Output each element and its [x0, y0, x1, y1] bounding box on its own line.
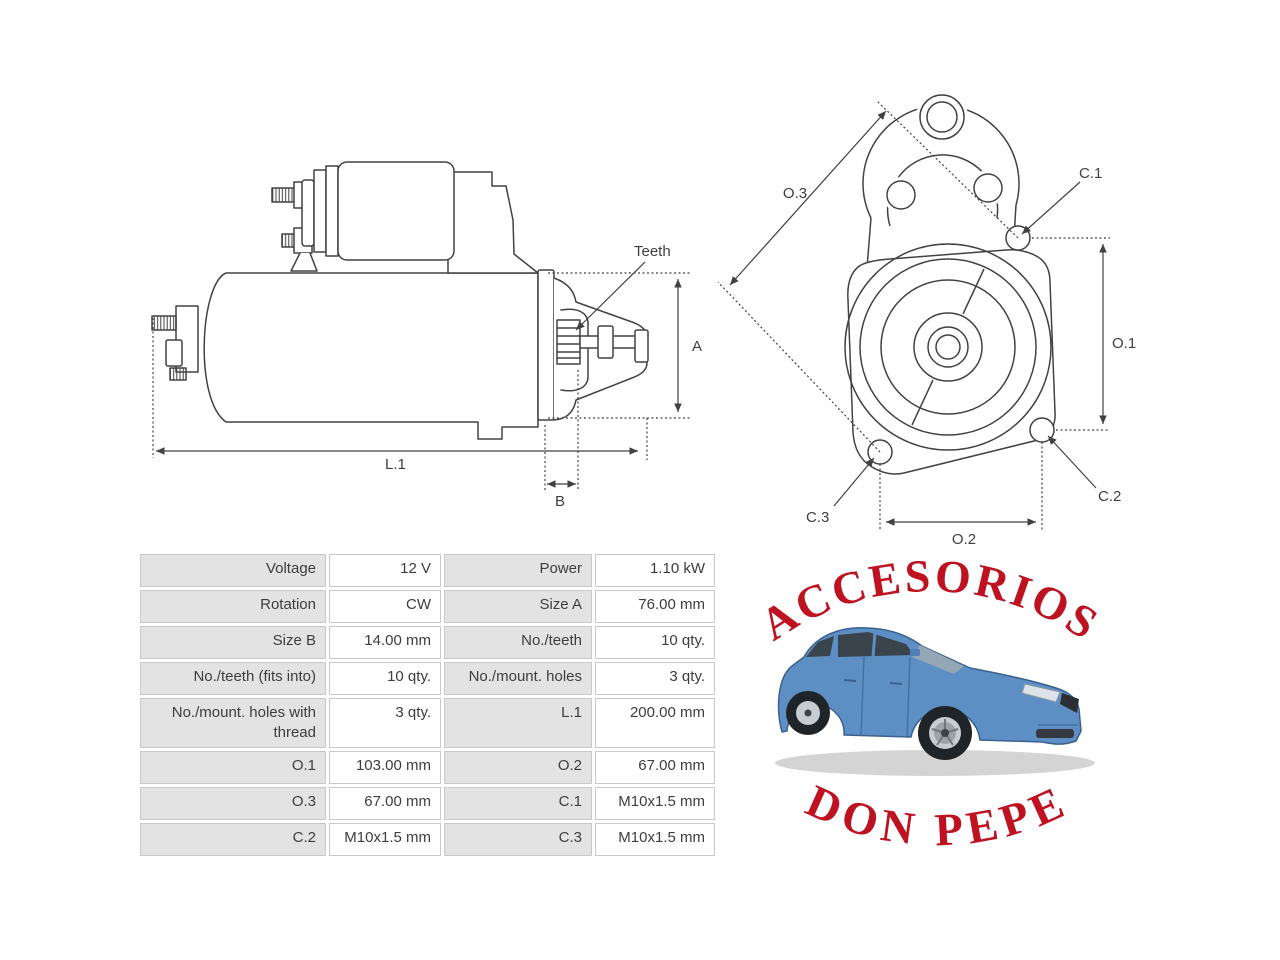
- spec-label: C.3: [444, 823, 592, 856]
- drive-housing-block: [447, 171, 539, 274]
- starter-front-view-drawing: O.3 C.1 O.1 C.2 C.3 O.2: [717, 91, 1136, 548]
- car-headlight: [1021, 683, 1061, 703]
- teeth-leader-line: [575, 261, 646, 331]
- car-grille: [1060, 693, 1079, 713]
- spec-value: 3 qty.: [329, 698, 441, 748]
- c1-leader-line: [1021, 181, 1081, 235]
- mounting-plate: [537, 269, 555, 421]
- table-row: O.1 103.00 mm O.2 67.00 mm: [140, 751, 715, 784]
- c2-leader-line: [1047, 435, 1097, 489]
- car-image: [775, 626, 1095, 776]
- dim-label-c3: C.3: [806, 509, 829, 526]
- top-bracket: [862, 91, 1020, 269]
- spec-value: 1.10 kW: [595, 554, 715, 587]
- spec-label: C.2: [140, 823, 326, 856]
- table-row: No./teeth (fits into) 10 qty. No./mount.…: [140, 662, 715, 695]
- spec-value: 67.00 mm: [329, 787, 441, 820]
- spec-value: 67.00 mm: [595, 751, 715, 784]
- spec-value: 103.00 mm: [329, 751, 441, 784]
- spec-value: 3 qty.: [595, 662, 715, 695]
- spec-value: 12 V: [329, 554, 441, 587]
- spec-value: 10 qty.: [595, 626, 715, 659]
- dim-label-o2: O.2: [952, 531, 976, 548]
- spec-label: No./teeth (fits into): [140, 662, 326, 695]
- spec-label: No./teeth: [444, 626, 592, 659]
- table-row: Rotation CW Size A 76.00 mm: [140, 590, 715, 623]
- spec-label: Rotation: [140, 590, 326, 623]
- spec-value: 76.00 mm: [595, 590, 715, 623]
- table-row: No./mount. holes with thread 3 qty. L.1 …: [140, 698, 715, 748]
- spec-label: Voltage: [140, 554, 326, 587]
- spec-value: M10x1.5 mm: [595, 787, 715, 820]
- spec-value: 200.00 mm: [595, 698, 715, 748]
- logo-arc-text-top: ACCESORIOS: [751, 550, 1108, 651]
- dim-label-c1: C.1: [1079, 165, 1102, 182]
- car-rear-wheel: [786, 691, 830, 735]
- spec-label: C.1: [444, 787, 592, 820]
- spec-label: No./mount. holes with thread: [140, 698, 326, 748]
- car-mirror: [910, 649, 920, 656]
- dim-label-l1: L.1: [385, 456, 406, 473]
- spec-label: O.2: [444, 751, 592, 784]
- spec-label: Size B: [140, 626, 326, 659]
- table-row: C.2 M10x1.5 mm C.3 M10x1.5 mm: [140, 823, 715, 856]
- dim-label-o3: O.3: [783, 185, 807, 202]
- spec-value: CW: [329, 590, 441, 623]
- car-body: [777, 626, 1082, 745]
- shaft-nut: [597, 325, 614, 359]
- starter-side-view-drawing: Teeth A L.1 B: [151, 161, 702, 510]
- dim-label-o1: O.1: [1112, 335, 1136, 352]
- solenoid: [301, 161, 455, 261]
- car-shadow: [775, 750, 1095, 776]
- gear-housing-circles: [844, 243, 1052, 451]
- car-windshield: [912, 645, 964, 674]
- car-side-windows: [838, 632, 914, 657]
- extension-lines: [152, 272, 690, 490]
- car-rear-window: [806, 636, 834, 657]
- table-row: O.3 67.00 mm C.1 M10x1.5 mm: [140, 787, 715, 820]
- spec-value: 10 qty.: [329, 662, 441, 695]
- spec-label: O.1: [140, 751, 326, 784]
- spec-value: M10x1.5 mm: [329, 823, 441, 856]
- spec-label: L.1: [444, 698, 592, 748]
- dim-label-teeth: Teeth: [634, 243, 671, 260]
- motor-body: [203, 272, 539, 440]
- spec-label: Power: [444, 554, 592, 587]
- seller-logo: ACCESORIOS DON PEPE: [751, 550, 1108, 856]
- table-row: Size B 14.00 mm No./teeth 10 qty.: [140, 626, 715, 659]
- spec-label: No./mount. holes: [444, 662, 592, 695]
- table-row: Voltage 12 V Power 1.10 kW: [140, 554, 715, 587]
- spec-label: Size A: [444, 590, 592, 623]
- rear-endcap: [151, 305, 199, 381]
- dim-label-a: A: [692, 338, 702, 355]
- spec-value: M10x1.5 mm: [595, 823, 715, 856]
- spec-table: Voltage 12 V Power 1.10 kW Rotation CW S…: [137, 551, 718, 859]
- pinion-gear: [556, 319, 581, 365]
- c3-leader-line: [833, 457, 875, 507]
- dim-label-b: B: [555, 493, 565, 510]
- logo-arc-text-bottom: DON PEPE: [799, 775, 1076, 856]
- spec-value: 14.00 mm: [329, 626, 441, 659]
- dim-label-c2: C.2: [1098, 488, 1121, 505]
- dim-line-o3: [729, 110, 887, 286]
- car-front-wheel: [918, 706, 972, 760]
- spec-label: O.3: [140, 787, 326, 820]
- extension-lines: [717, 99, 1110, 530]
- car-air-intake: [1036, 729, 1074, 738]
